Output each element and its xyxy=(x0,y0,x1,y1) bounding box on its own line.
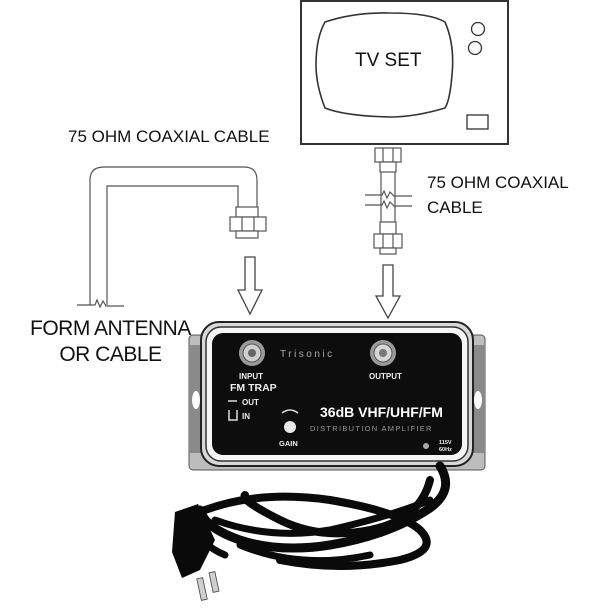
fm-trap-out-label: OUT xyxy=(242,398,259,407)
fm-trap-label: FM TRAP xyxy=(230,382,277,394)
frequency-label: 60Hz xyxy=(439,447,452,453)
output-cable-label: 75 OHM COAXIAL CABLE xyxy=(427,170,569,220)
gain-label: GAIN xyxy=(279,439,298,448)
fm-trap-in-label: IN xyxy=(242,412,250,421)
source-label-line1: FORM ANTENNA xyxy=(30,317,191,340)
input-cable-label: 75 OHM COAXIAL CABLE xyxy=(68,127,270,146)
tv-set-icon xyxy=(300,0,509,145)
input-port-label: INPUT xyxy=(239,372,263,381)
input-coaxial-cable-icon xyxy=(77,166,267,309)
power-rating: 115V 60Hz xyxy=(439,440,452,454)
down-arrow-output-icon xyxy=(374,264,402,320)
amplifier-subtitle: DISTRIBUTION AMPLIFIER xyxy=(310,424,433,433)
down-arrow-input-icon xyxy=(236,256,264,316)
output-port-label: OUTPUT xyxy=(369,372,402,381)
output-coaxial-cable-icon xyxy=(365,147,412,255)
amplifier-brand: Trisonic xyxy=(280,349,335,360)
power-cord-icon xyxy=(186,461,451,570)
output-cable-label-line1: 75 OHM COAXIAL xyxy=(427,173,569,192)
output-cable-label-line2: CABLE xyxy=(427,198,483,217)
source-label: FORM ANTENNA OR CABLE xyxy=(30,316,191,368)
power-plug-icon xyxy=(172,504,220,601)
tv-set-label: TV SET xyxy=(355,50,422,71)
source-label-line2: OR CABLE xyxy=(59,343,162,366)
amplifier-model: 36dB VHF/UHF/FM xyxy=(320,404,443,420)
amplifier-device-icon xyxy=(188,321,486,471)
voltage-label: 115V xyxy=(439,440,452,446)
